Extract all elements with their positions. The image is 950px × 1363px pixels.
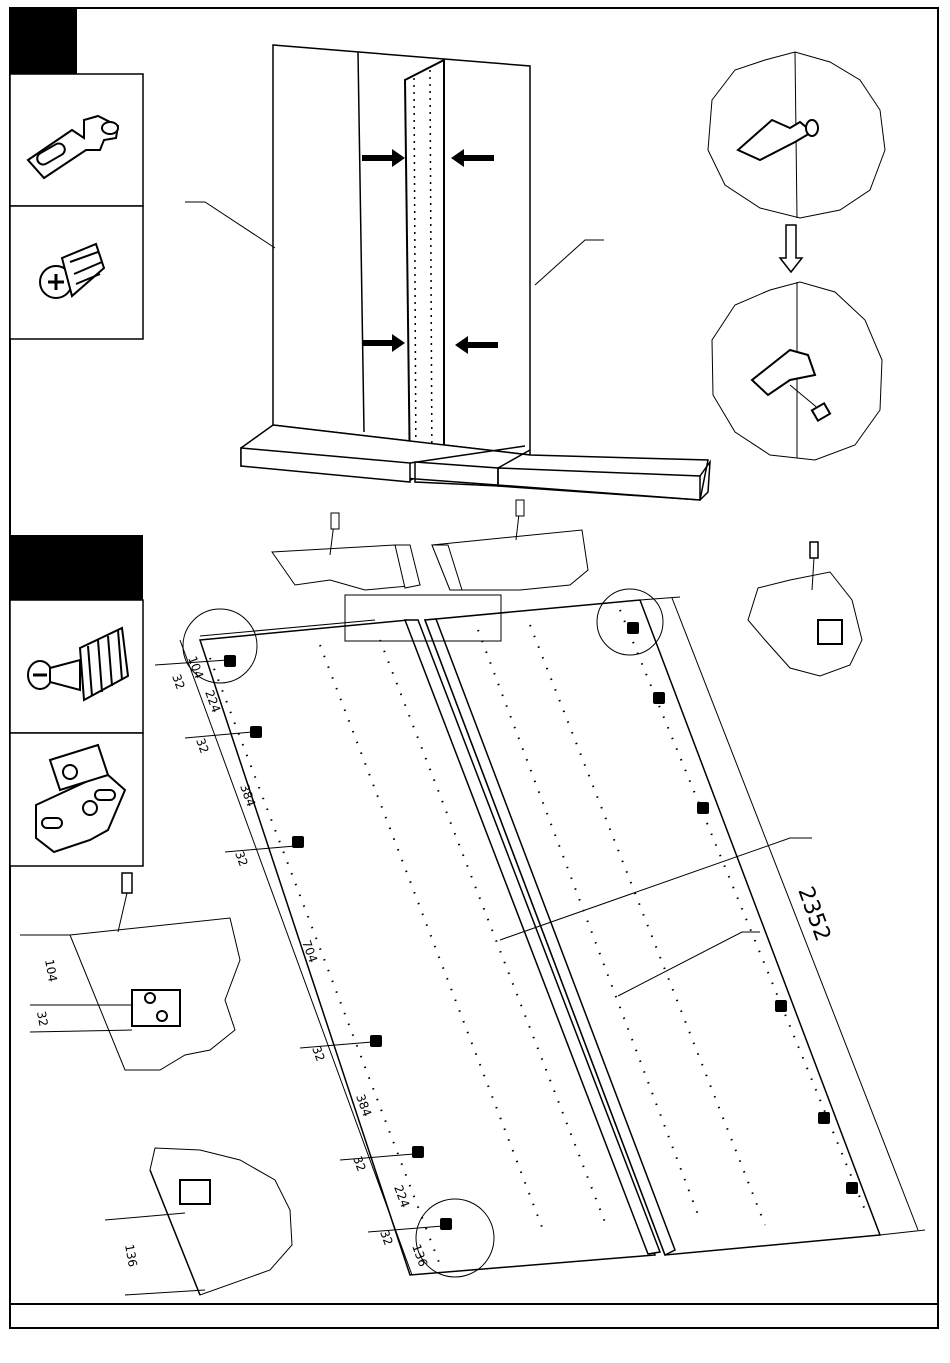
dim-left-32c: 32 <box>232 849 250 868</box>
detail-a-32: 32 <box>34 1010 50 1027</box>
step1-header-block <box>10 8 77 74</box>
dim-left-32f: 32 <box>377 1228 395 1247</box>
panel-edge-detail <box>272 500 588 590</box>
hinge-detail-a: 104 32 <box>20 873 240 1070</box>
step2-parts-panel <box>10 600 143 866</box>
detail-b-136: 136 <box>122 1243 140 1268</box>
hinge-detail-b: 136 <box>105 1148 292 1295</box>
step2-header-block <box>10 535 143 600</box>
step1-parts-panel <box>10 74 143 339</box>
dim-left-32b: 32 <box>193 736 211 755</box>
wardrobe-carcass-drawing <box>241 45 710 500</box>
dim-left-32d: 32 <box>309 1044 327 1063</box>
bracket-detail-top <box>708 52 885 218</box>
overall-length-dimension: 2352 <box>792 884 835 945</box>
bracket-screw-detail-icon <box>712 282 882 460</box>
hinge-detail-right <box>748 542 862 676</box>
dim-left-top: 104 <box>185 654 206 680</box>
dim-left-32a: 32 <box>169 672 187 691</box>
detail-a-104: 104 <box>42 958 60 983</box>
direction-arrow-icon <box>780 225 802 272</box>
dim-left-32e: 32 <box>350 1154 368 1173</box>
